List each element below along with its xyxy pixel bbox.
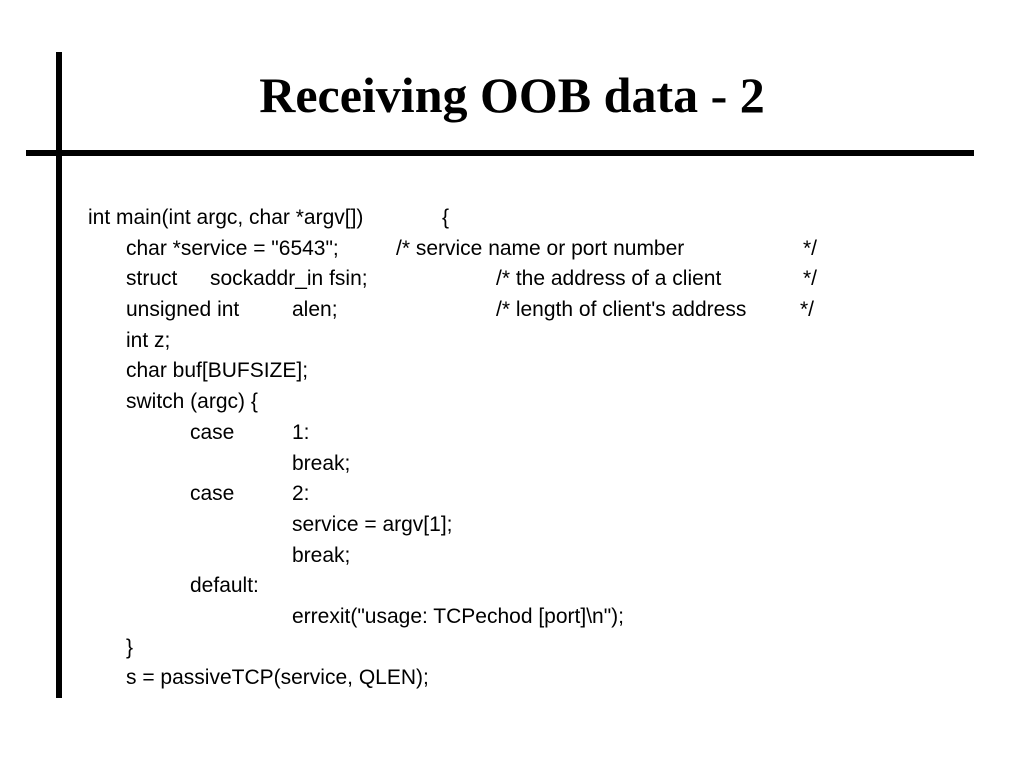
horizontal-rule xyxy=(26,150,974,156)
code-line: service = argv[1]; xyxy=(0,510,1024,541)
code-line: default: xyxy=(0,571,1024,602)
switch-statement: switch (argc) { xyxy=(126,390,258,414)
code-line: switch (argc) { xyxy=(0,387,1024,418)
code-line: int main(int argc, char *argv[]) { xyxy=(0,203,1024,234)
passive-tcp-call: s = passiveTCP(service, QLEN); xyxy=(126,666,429,690)
code-line: int z; xyxy=(0,326,1024,357)
code-line: unsigned int alen; /* length of client's… xyxy=(0,295,1024,326)
alen-name: alen; xyxy=(292,298,338,322)
code-line: struct sockaddr_in fsin; /* the address … xyxy=(0,264,1024,295)
buf-declaration: char buf[BUFSIZE]; xyxy=(126,359,309,383)
main-signature: int main(int argc, char *argv[]) xyxy=(88,206,364,229)
slide-title: Receiving OOB data - 2 xyxy=(259,67,765,123)
break-statement: break; xyxy=(292,451,351,475)
fsin-name: sockaddr_in fsin; xyxy=(210,267,368,291)
case-keyword: case xyxy=(190,420,235,444)
code-line: break; xyxy=(0,541,1024,572)
service-assignment: service = argv[1]; xyxy=(292,512,453,536)
code-line: case 2: xyxy=(0,479,1024,510)
fsin-type: struct xyxy=(126,267,178,291)
code-line: char *service = "6543"; /* service name … xyxy=(0,234,1024,265)
open-brace: { xyxy=(442,206,450,229)
case1-value: 1: xyxy=(292,420,310,444)
fsin-comment-end: */ xyxy=(803,267,818,291)
fsin-comment: /* the address of a client xyxy=(496,267,722,291)
code-line: break; xyxy=(0,449,1024,480)
case2-value: 2: xyxy=(292,482,310,506)
code-line: } xyxy=(0,633,1024,664)
code-block: int main(int argc, char *argv[]) { char … xyxy=(0,203,1024,694)
alen-comment-end: */ xyxy=(800,298,815,322)
case-keyword: case xyxy=(190,482,235,506)
close-brace: } xyxy=(126,635,134,659)
z-declaration: int z; xyxy=(126,328,171,352)
vertical-rule xyxy=(56,52,62,698)
service-comment: /* service name or port number xyxy=(396,236,685,260)
code-line: case 1: xyxy=(0,418,1024,449)
code-line: char buf[BUFSIZE]; xyxy=(0,356,1024,387)
break-statement: break; xyxy=(292,543,351,567)
code-line: errexit("usage: TCPechod [port]\n"); xyxy=(0,602,1024,633)
default-label: default: xyxy=(190,574,259,598)
service-declaration: char *service = "6543"; xyxy=(126,236,339,260)
alen-comment: /* length of client's address xyxy=(496,298,747,322)
alen-type: unsigned int xyxy=(126,298,240,322)
service-comment-end: */ xyxy=(803,236,818,260)
errexit-call: errexit("usage: TCPechod [port]\n"); xyxy=(292,604,625,628)
code-line: s = passiveTCP(service, QLEN); xyxy=(0,663,1024,694)
